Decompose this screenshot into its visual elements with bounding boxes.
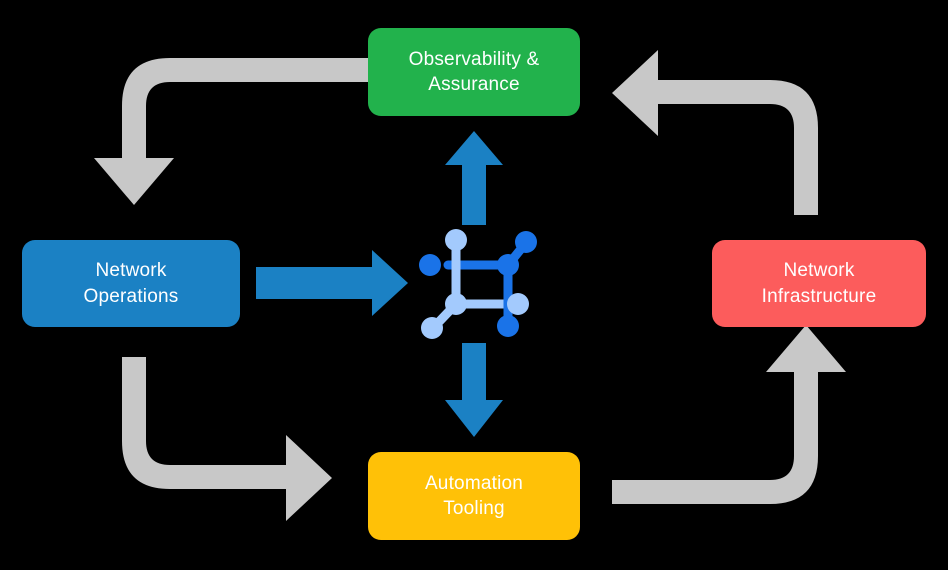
- icon-node-dark-bottom: [497, 315, 519, 337]
- icon-node-light-bottomleft: [421, 317, 443, 339]
- icon-node-dark-center: [497, 254, 519, 276]
- node-automation-tooling[interactable]: Automation Tooling: [368, 452, 580, 540]
- arrow-center-to-automation: [445, 343, 503, 437]
- icon-node-dark-left: [419, 254, 441, 276]
- arrow-infrastructure-to-observability: [612, 50, 818, 215]
- arrow-operations-to-center: [256, 250, 408, 316]
- node-observability-assurance[interactable]: Observability & Assurance: [368, 28, 580, 116]
- icon-node-dark-topright: [515, 231, 537, 253]
- arrow-operations-to-automation: [122, 357, 332, 521]
- icon-node-light-midleft: [445, 293, 467, 315]
- icon-node-light-right: [507, 293, 529, 315]
- arrow-center-to-observability: [445, 131, 503, 225]
- icon-node-light-top: [445, 229, 467, 251]
- network-topology-icon: [419, 229, 537, 339]
- arrow-automation-to-infrastructure: [612, 325, 846, 504]
- node-network-operations[interactable]: Network Operations: [22, 240, 240, 327]
- node-network-infrastructure[interactable]: Network Infrastructure: [712, 240, 926, 327]
